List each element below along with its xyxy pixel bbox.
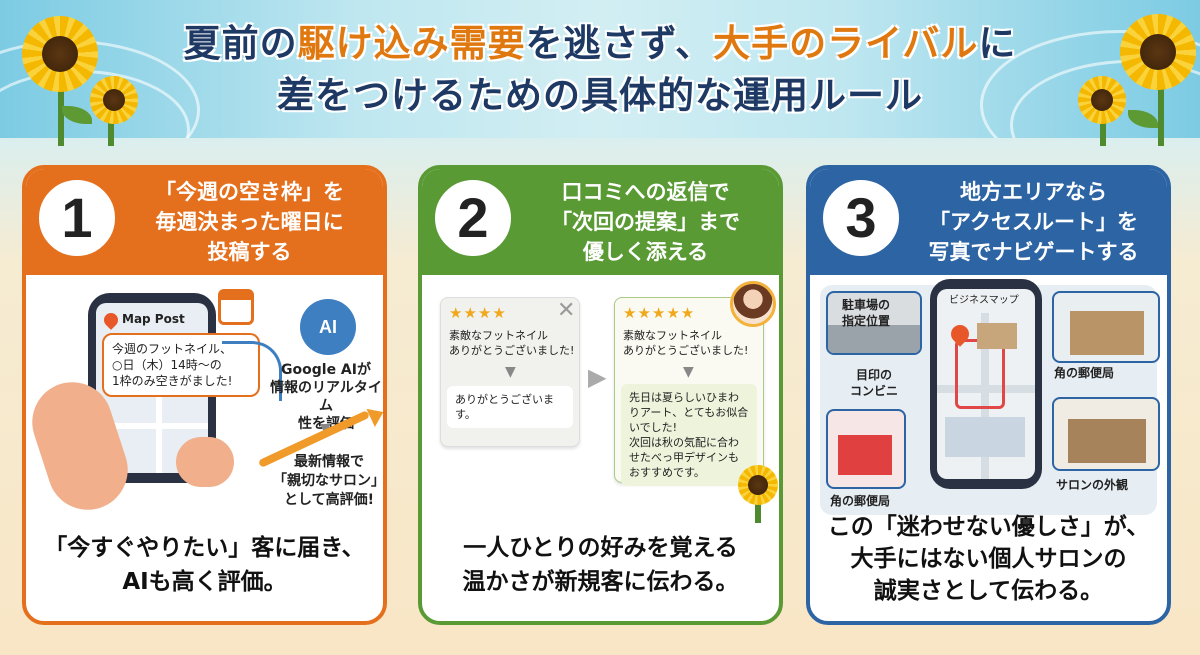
parking-label: 駐車場の 指定位置	[842, 298, 891, 328]
post-office-left-label: 角の郵便局	[830, 494, 891, 508]
card-3-number: 3	[818, 175, 904, 261]
close-icon: ✕	[557, 298, 576, 323]
card-3: 3 地方エリアなら 「アクセスルート」を 写真でナビゲートする 駐車場の 指定位…	[806, 165, 1171, 625]
sunflower-left	[20, 6, 150, 146]
post-office-photo-right	[1052, 291, 1160, 363]
reply-text: 先日は夏らしいひまわ りアート、とてもお似合 いでした! 次回は秋の気配に合わ …	[621, 384, 757, 486]
conbini-label: 目印の コンビニ	[850, 368, 899, 398]
card-1-title: 「今週の空き枠」を 毎週決まった曜日に 投稿する	[155, 180, 344, 264]
card-2-header: 2 口コミへの返信で 「次回の提案」まで 優しく添える	[422, 169, 779, 275]
card-2-number: 2	[430, 175, 516, 261]
title-line-1: 夏前の駆け込み需要を逃さず、大手のライバルに	[183, 22, 1017, 65]
card-1-illustration: Map Post 今週のフットネイル、 ○日（木）14時〜の 1枠のみ空きがまし…	[26, 285, 383, 521]
card-2: 2 口コミへの返信で 「次回の提案」まで 優しく添える ★★★★ ✕ 素敵なフッ…	[418, 165, 783, 625]
map-pin-icon	[101, 310, 121, 330]
card-1: 1 「今週の空き枠」を 毎週決まった曜日に 投稿する Map Post 今週のフ…	[22, 165, 387, 625]
route-line	[955, 339, 1005, 409]
salon-photo	[1052, 397, 1160, 471]
star-rating-4: ★★★★	[449, 304, 507, 322]
avatar	[730, 281, 776, 327]
card-3-footer: この「迷わせない優しさ」が、 大手にはない個人サロンの 誠実さとして伝わる。	[827, 514, 1150, 604]
smartphone-map-icon: ビジネスマップ	[930, 279, 1042, 489]
phone-label: ビジネスマップ	[949, 295, 1019, 306]
ai-brain-icon: AI	[300, 299, 356, 355]
header-band	[0, 0, 1200, 138]
card-1-number: 1	[34, 175, 120, 261]
reply-text: ありがとうございま す。	[447, 386, 573, 428]
sunflower-icon	[736, 465, 779, 525]
next-arrow-icon: ▶	[588, 363, 607, 391]
card-3-header: 3 地方エリアなら 「アクセスルート」を 写真でナビゲートする	[810, 169, 1167, 275]
star-rating-5: ★★★★★	[623, 304, 696, 322]
review-text: 素敵なフットネイル ありがとうございました!	[449, 329, 575, 357]
result-text: 最新情報で 「親切なサロン」 として高評価!	[273, 454, 385, 508]
finger-icon	[176, 437, 234, 487]
card-3-illustration: 駐車場の 指定位置 目印の コンビニ 角の郵便局 ビジネスマップ 角の郵便	[820, 279, 1160, 515]
down-arrow-icon: ▼	[505, 364, 516, 380]
card-1-header: 1 「今週の空き枠」を 毎週決まった曜日に 投稿する	[26, 169, 383, 275]
street-photo	[945, 417, 1025, 457]
app-label: Map Post	[122, 312, 185, 326]
calendar-icon	[218, 289, 254, 325]
review-text: 素敵なフットネイル ありがとうございました!	[623, 329, 749, 357]
card-1-footer: 「今すぐやりたい」客に届き、 AIも高く評価。	[44, 535, 365, 595]
post-bubble: 今週のフットネイル、 ○日（木）14時〜の 1枠のみ空きがました!	[102, 333, 260, 397]
card-3-title: 地方エリアなら 「アクセスルート」を 写真でナビゲートする	[928, 180, 1139, 264]
review-card-after: ★★★★★ 素敵なフットネイル ありがとうございました! ▼ 先日は夏らしいひま…	[614, 297, 764, 486]
post-office-photo-left	[826, 409, 906, 489]
card-2-illustration: ★★★★ ✕ 素敵なフットネイル ありがとうございました! ▼ ありがとうござい…	[432, 281, 778, 523]
parking-photo	[826, 291, 922, 355]
card-2-footer: 一人ひとりの好みを覚える 温かさが新規客に伝わる。	[462, 535, 739, 595]
sunflower-right	[1070, 6, 1200, 146]
post-office-right-label: 角の郵便局	[1054, 366, 1115, 380]
shop-icon	[977, 323, 1017, 349]
ai-evaluation-text: Google AIが 情報のリアルタイム 性を評価	[270, 362, 382, 432]
review-card-before: ★★★★ ✕ 素敵なフットネイル ありがとうございました! ▼ ありがとうござい…	[440, 297, 580, 447]
down-arrow-icon: ▼	[683, 364, 694, 380]
page-title: 夏前の駆け込み需要を逃さず、大手のライバルに 差をつけるための具体的な運用ルール	[160, 18, 1040, 122]
card-2-title: 口コミへの返信で 「次回の提案」まで 優しく添える	[551, 180, 740, 264]
salon-label: サロンの外観	[1056, 478, 1129, 492]
title-line-2: 差をつけるための具体的な運用ルール	[277, 74, 923, 117]
